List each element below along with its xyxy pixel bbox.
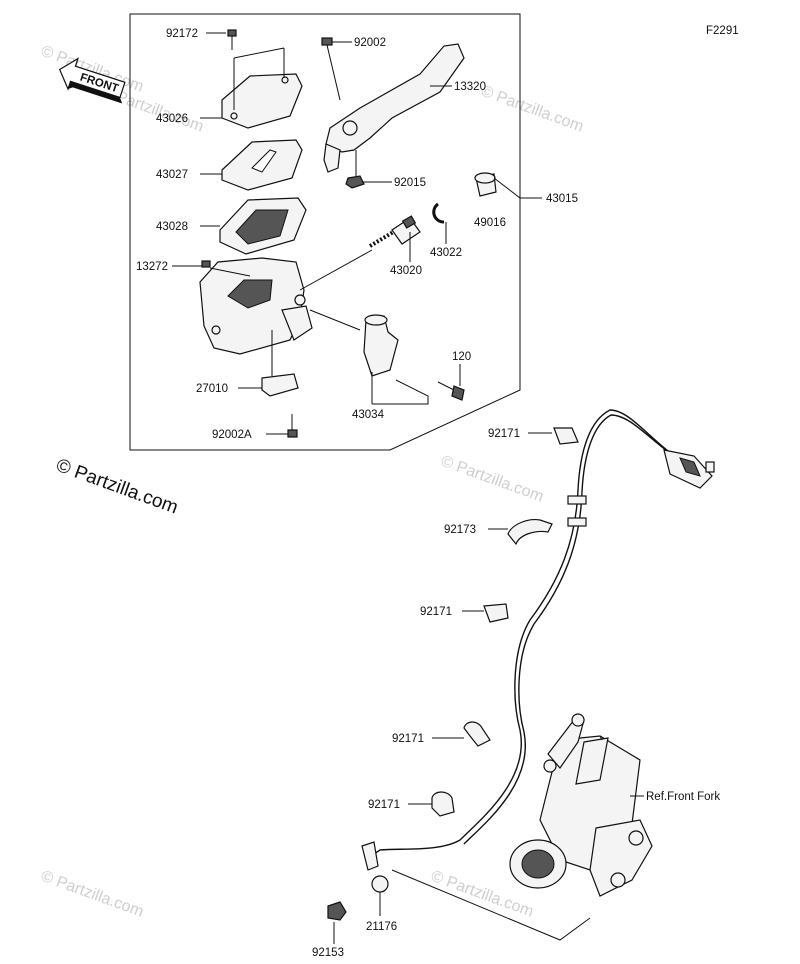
reservoir-cap bbox=[221, 73, 303, 129]
part-label-92002A: 92002A bbox=[212, 429, 252, 441]
hose-clamp bbox=[483, 603, 509, 623]
watermark: © Partzilla.com bbox=[479, 83, 586, 136]
banjo-bolt bbox=[327, 901, 347, 921]
part-label-92171-top: 92171 bbox=[488, 428, 520, 440]
part-label-92171-mid: 92171 bbox=[420, 606, 452, 618]
clamp-bolt bbox=[437, 381, 465, 401]
switch-screw bbox=[287, 414, 298, 438]
master-cylinder-frame bbox=[129, 13, 521, 451]
part-label-120: 120 bbox=[452, 351, 471, 363]
hose-clamp bbox=[553, 427, 579, 445]
part-label-92171-bottom: 92171 bbox=[368, 799, 400, 811]
part-label-92171-lower: 92171 bbox=[392, 733, 424, 745]
hose-clamp bbox=[463, 721, 491, 747]
part-label-13272: 13272 bbox=[136, 261, 168, 273]
lever-pivot-bolt bbox=[321, 37, 341, 101]
part-label-43028: 43028 bbox=[156, 221, 188, 233]
hose-clamp bbox=[431, 791, 455, 817]
copyright-text: © Partzilla.com bbox=[53, 455, 180, 519]
hose-sleeve bbox=[567, 495, 587, 505]
part-label-43027: 43027 bbox=[156, 169, 188, 181]
part-label-13320: 13320 bbox=[454, 81, 486, 93]
part-label-43034: 43034 bbox=[352, 409, 385, 421]
watermark: © Partzilla.com bbox=[39, 868, 146, 921]
part-label-92153: 92153 bbox=[312, 947, 344, 959]
brake-switch bbox=[261, 373, 299, 397]
hose-sleeve bbox=[567, 517, 587, 527]
part-label-27010: 27010 bbox=[196, 383, 228, 395]
piston-spring bbox=[368, 215, 421, 248]
figure-code: F2291 bbox=[706, 25, 739, 37]
watermark: © Partzilla.com bbox=[439, 453, 546, 506]
cap-screw bbox=[227, 29, 237, 50]
part-label-92002: 92002 bbox=[354, 37, 386, 49]
part-label-43015: 43015 bbox=[546, 193, 578, 205]
diaphragm bbox=[219, 197, 307, 255]
piston-boot bbox=[474, 172, 497, 197]
reference-note: Ref.Front Fork bbox=[646, 791, 720, 803]
brake-hose bbox=[367, 409, 685, 859]
master-cylinder-body bbox=[199, 257, 313, 355]
diaphragm-plate bbox=[221, 139, 303, 191]
front-fork bbox=[509, 713, 653, 897]
part-label-43022: 43022 bbox=[430, 247, 462, 259]
hose-banjo bbox=[361, 841, 389, 893]
part-label-43026: 43026 bbox=[156, 113, 188, 125]
part-label-92172: 92172 bbox=[166, 28, 198, 40]
front-arrow: FRONT bbox=[58, 57, 126, 104]
part-label-92015: 92015 bbox=[394, 177, 426, 189]
brake-lever bbox=[323, 43, 465, 173]
circlip bbox=[432, 202, 445, 224]
handlebar-clamp bbox=[363, 314, 399, 377]
part-label-43020: 43020 bbox=[390, 265, 422, 277]
part-label-49016: 49016 bbox=[474, 217, 506, 229]
hose-bracket bbox=[507, 519, 553, 546]
part-label-92173: 92173 bbox=[444, 524, 476, 536]
part-label-21176: 21176 bbox=[366, 921, 397, 933]
pivot-nut bbox=[345, 175, 365, 189]
hose-connector bbox=[663, 449, 715, 489]
bleeder-screw bbox=[201, 260, 211, 268]
